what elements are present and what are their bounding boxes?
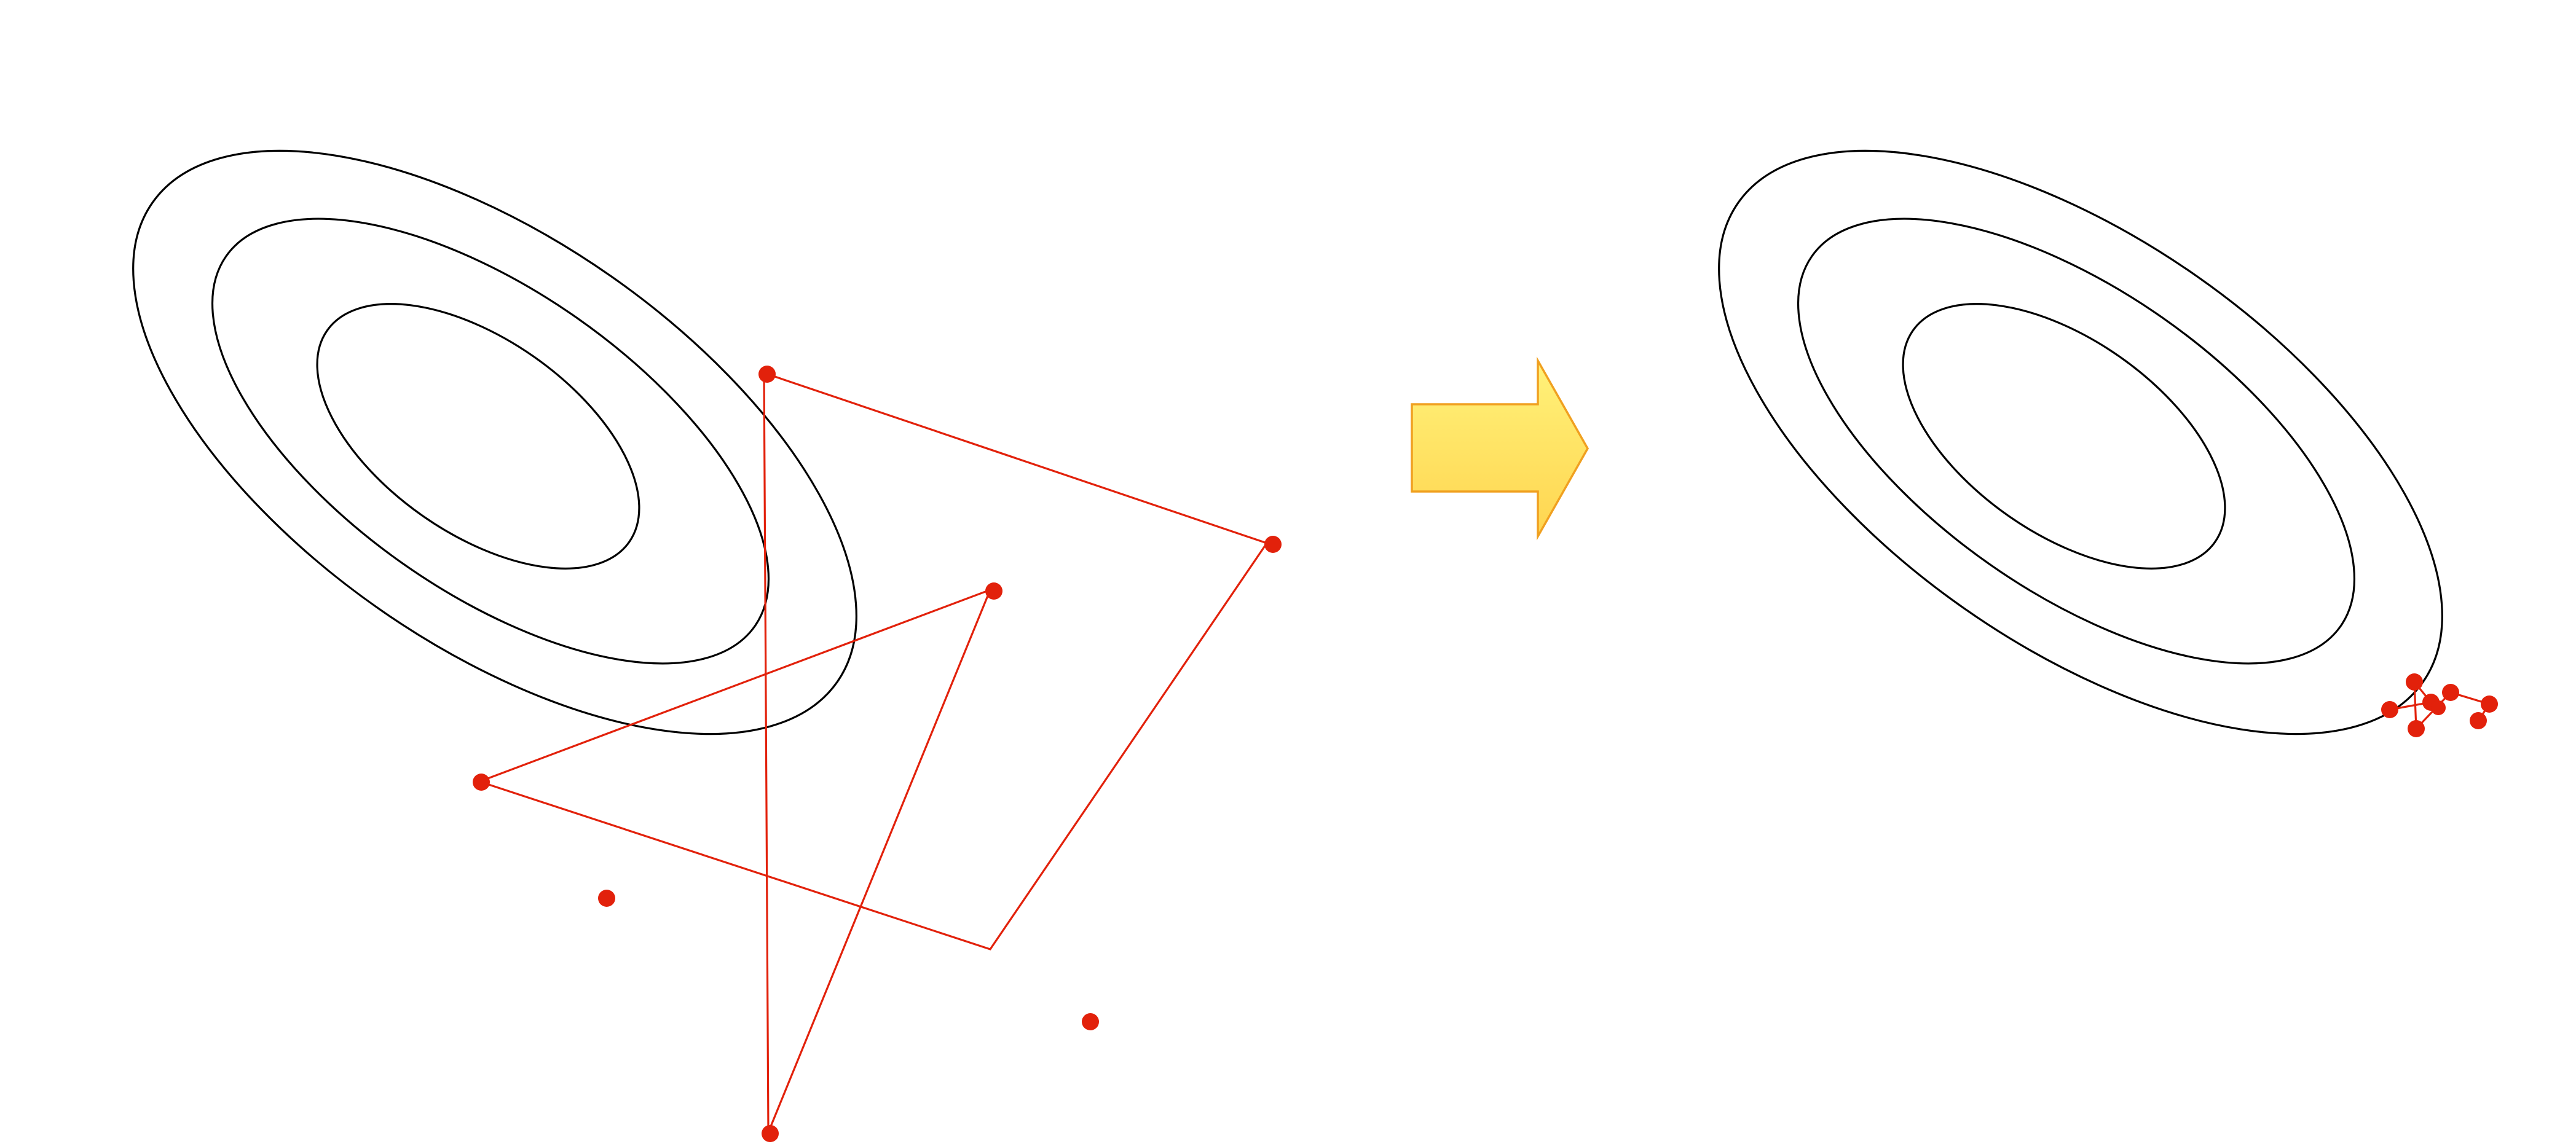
contour-outer xyxy=(1718,149,2443,735)
contour-inner xyxy=(316,303,640,570)
before-panel xyxy=(132,149,1282,1142)
contour-inner xyxy=(1902,303,2226,570)
arrow-shape xyxy=(1411,356,1589,541)
path-point xyxy=(473,774,490,791)
contour-lines xyxy=(1718,149,2443,735)
optimization-path xyxy=(2381,673,2498,737)
path-point xyxy=(2408,720,2425,737)
path-point xyxy=(1082,1013,1099,1030)
path-point xyxy=(985,582,1002,600)
path-point xyxy=(2406,673,2423,691)
path-point xyxy=(2431,700,2446,715)
optimization-path xyxy=(473,366,1282,1142)
contour-middle xyxy=(1797,217,2356,665)
after-panel xyxy=(1718,149,2498,737)
path-line xyxy=(481,371,1269,1133)
path-point xyxy=(2481,695,2498,713)
contour-middle xyxy=(211,217,770,665)
path-point xyxy=(1264,536,1282,553)
right-arrow-icon xyxy=(1411,356,1589,541)
path-point xyxy=(2442,684,2459,701)
path-point xyxy=(2470,712,2487,729)
path-point xyxy=(2381,701,2398,718)
path-point xyxy=(758,366,776,383)
path-point xyxy=(762,1125,779,1142)
contour-lines xyxy=(132,149,857,735)
contour-outer xyxy=(132,149,857,735)
path-point xyxy=(598,890,615,907)
